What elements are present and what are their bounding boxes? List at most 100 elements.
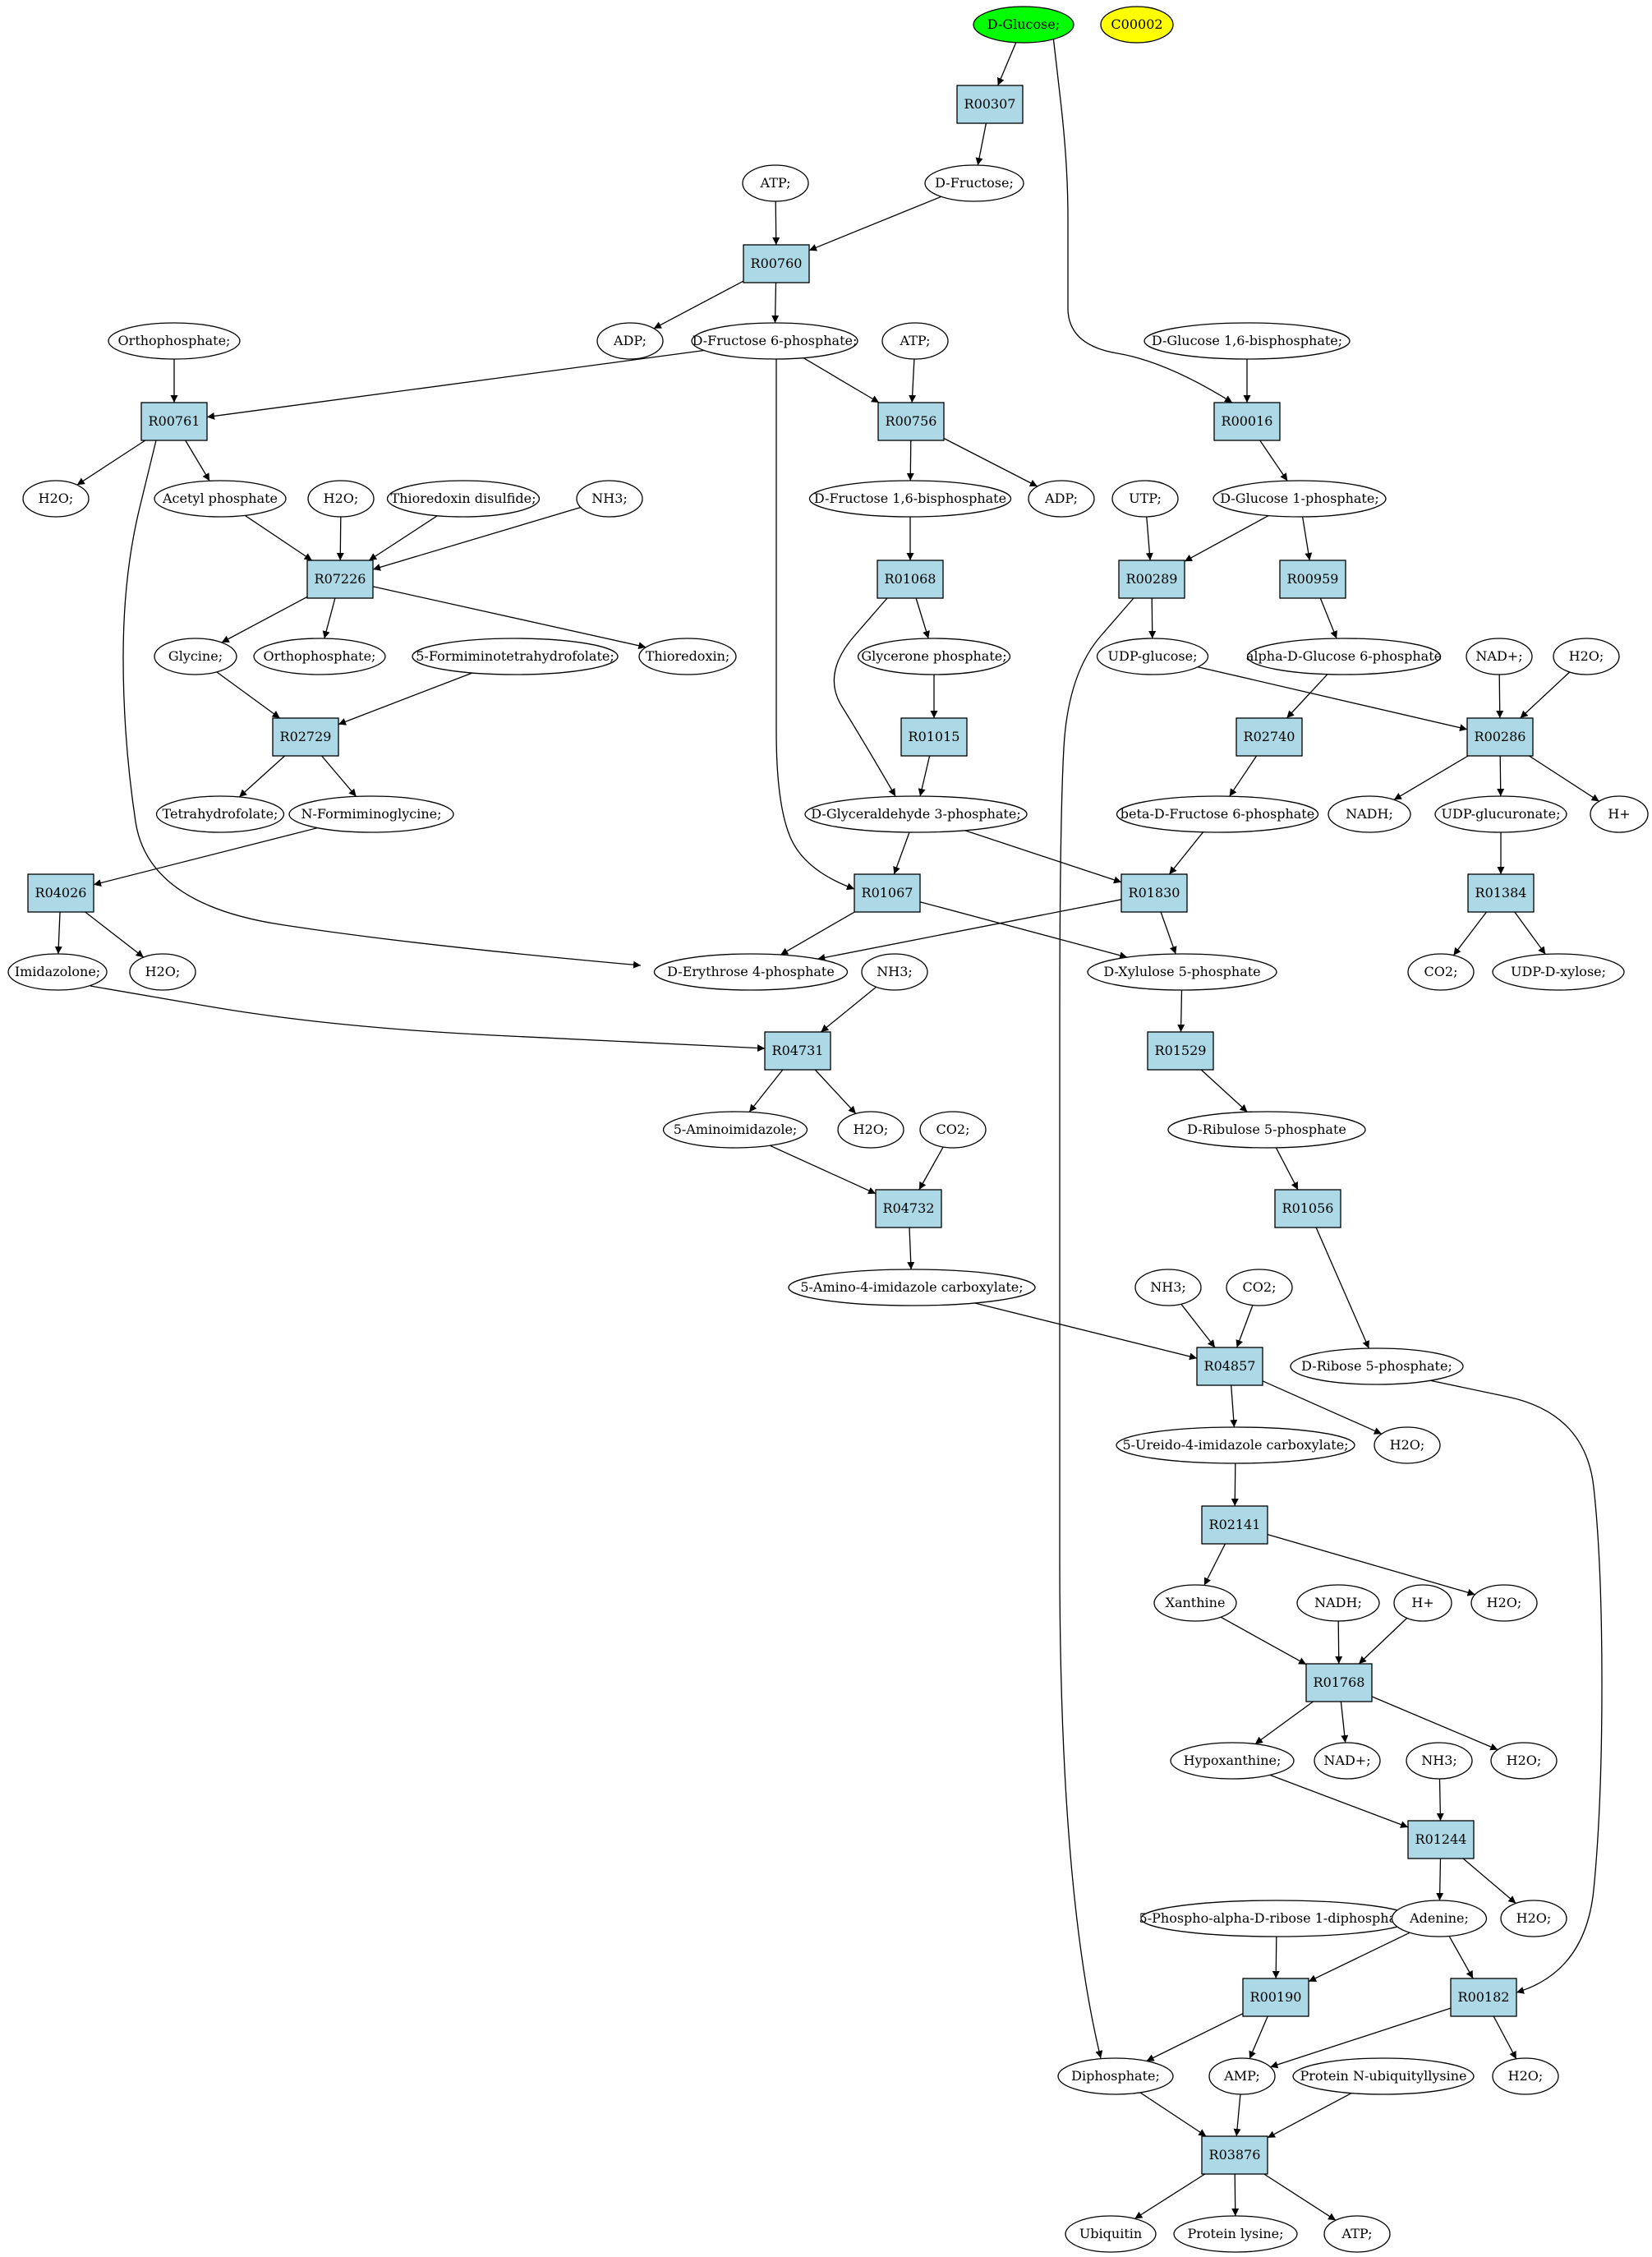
reaction-node-r00016[interactable]: R00016 — [1213, 402, 1281, 441]
compound-node-acetylp[interactable]: Acetyl phosphate — [154, 480, 287, 518]
compound-node-nfgly[interactable]: N-Formiminoglycine; — [288, 795, 454, 833]
compound-node-uicarb[interactable]: 5-Ureido-4-imidazole carboxylate; — [1116, 1426, 1355, 1464]
node-label: R01067 — [862, 885, 913, 900]
reaction-node-r00286[interactable]: R00286 — [1466, 717, 1534, 757]
reaction-node-r07226[interactable]: R07226 — [306, 560, 374, 599]
compound-node-udpglc[interactable]: UDP-glucose; — [1096, 638, 1209, 675]
reaction-node-r01244[interactable]: R01244 — [1407, 1820, 1475, 1859]
compound-node-nh3b[interactable]: NH3; — [861, 953, 928, 991]
compound-node-diphos[interactable]: Diphosphate; — [1057, 2057, 1174, 2095]
compound-node-utp[interactable]: UTP; — [1111, 480, 1179, 518]
compound-ellipse — [1057, 2057, 1174, 2095]
compound-node-ru5p[interactable]: D-Ribulose 5-phosphate — [1167, 1111, 1366, 1149]
compound-node-hplus2[interactable]: H+ — [1393, 1584, 1452, 1622]
compound-node-imidazolone[interactable]: Imidazolone; — [7, 953, 108, 991]
compound-node-co2b[interactable]: CO2; — [919, 1111, 987, 1149]
compound-node-h2o3[interactable]: H2O; — [1553, 638, 1620, 675]
reaction-node-r01067[interactable]: R01067 — [854, 873, 921, 913]
reaction-node-r02740[interactable]: R02740 — [1236, 717, 1303, 757]
compound-node-amp[interactable]: AMP; — [1208, 2057, 1276, 2095]
reaction-node-r03876[interactable]: R03876 — [1201, 2135, 1268, 2175]
compound-node-udpxyl[interactable]: UDP-D-xylose; — [1492, 953, 1625, 991]
reaction-node-r00761[interactable]: R00761 — [140, 402, 208, 441]
compound-node-e4p[interactable]: D-Erythrose 4-phosphate — [653, 953, 849, 991]
compound-node-nadh2[interactable]: NADH; — [1296, 1584, 1380, 1622]
compound-node-udpglcur[interactable]: UDP-glucuronate; — [1434, 795, 1567, 833]
compound-node-h2o7[interactable]: H2O; — [1470, 1584, 1538, 1622]
compound-node-protubq[interactable]: Protein N-ubiquityllysine — [1292, 2057, 1475, 2095]
compound-node-c00002[interactable]: C00002 — [1100, 6, 1174, 44]
compound-node-h2o2[interactable]: H2O; — [307, 480, 375, 518]
compound-node-nh3a[interactable]: NH3; — [576, 480, 643, 518]
compound-node-hypox[interactable]: Hypoxanthine; — [1170, 1742, 1295, 1780]
compound-node-adp2[interactable]: ADP; — [1028, 480, 1095, 518]
reaction-node-r04026[interactable]: R04026 — [27, 873, 94, 913]
compound-node-protlys[interactable]: Protein lysine; — [1173, 2215, 1298, 2253]
compound-node-glycine[interactable]: Glycine; — [154, 638, 237, 675]
compound-node-nadp1[interactable]: NAD+; — [1466, 638, 1533, 675]
compound-node-dglucose[interactable]: D-Glucose; — [973, 6, 1074, 44]
compound-node-glyceronep[interactable]: Glycerone phosphate; — [857, 638, 1011, 675]
reaction-node-r00307[interactable]: R00307 — [956, 85, 1024, 124]
reaction-node-r01830[interactable]: R01830 — [1121, 873, 1188, 913]
reaction-node-r04731[interactable]: R04731 — [764, 1031, 831, 1071]
compound-node-h2o1[interactable]: H2O; — [22, 480, 90, 518]
reaction-node-r01056[interactable]: R01056 — [1274, 1189, 1341, 1228]
compound-node-r5p[interactable]: D-Ribose 5-phosphate; — [1290, 1347, 1464, 1385]
compound-node-thioredoxin[interactable]: Thioredoxin; — [638, 638, 737, 675]
compound-node-nh3d[interactable]: NH3; — [1406, 1742, 1473, 1780]
reaction-node-r02729[interactable]: R02729 — [272, 717, 339, 757]
compound-node-adp1[interactable]: ADP; — [596, 322, 664, 360]
compound-node-h2o8[interactable]: H2O; — [1490, 1742, 1558, 1780]
reaction-node-r01384[interactable]: R01384 — [1467, 873, 1535, 913]
compound-node-h2o5[interactable]: H2O; — [837, 1111, 904, 1149]
compound-node-formimino[interactable]: 5-Formiminotetrahydrofolate; — [412, 638, 619, 675]
compound-node-co2a[interactable]: CO2; — [1407, 953, 1475, 991]
compound-node-g1p[interactable]: D-Glucose 1-phosphate; — [1213, 480, 1387, 518]
reaction-node-r01529[interactable]: R01529 — [1147, 1031, 1214, 1071]
reaction-node-r00760[interactable]: R00760 — [743, 244, 810, 283]
compound-node-atp2[interactable]: ATP; — [881, 322, 949, 360]
compound-node-adenine[interactable]: Adenine; — [1391, 1900, 1488, 1937]
compound-node-xanthine[interactable]: Xanthine — [1153, 1584, 1237, 1622]
compound-node-f6p[interactable]: D-Fructose 6-phosphate; — [691, 322, 858, 360]
compound-node-nadp2[interactable]: NAD+; — [1314, 1742, 1381, 1780]
compound-node-xu5p[interactable]: D-Xylulose 5-phosphate — [1087, 953, 1277, 991]
compound-node-ag6p[interactable]: alpha-D-Glucose 6-phosphate — [1246, 638, 1442, 675]
compound-node-prpp[interactable]: 5-Phospho-alpha-D-ribose 1-diphosphate; — [1139, 1900, 1415, 1937]
compound-node-aminoimid[interactable]: 5-Aminoimidazole; — [662, 1111, 808, 1149]
compound-node-dfructose[interactable]: D-Fructose; — [924, 164, 1024, 202]
compound-node-aicarb[interactable]: 5-Amino-4-imidazole carboxylate; — [788, 1269, 1036, 1306]
reaction-node-r00190[interactable]: R00190 — [1242, 1978, 1309, 2017]
compound-node-ortho2[interactable]: Orthophosphate; — [253, 638, 386, 675]
reaction-node-r00182[interactable]: R00182 — [1450, 1978, 1517, 2017]
compound-node-f16bp[interactable]: D-Fructose 1,6-bisphosphate — [808, 480, 1012, 518]
compound-node-bf6p[interactable]: beta-D-Fructose 6-phosphate — [1116, 795, 1319, 833]
reaction-node-r04857[interactable]: R04857 — [1196, 1347, 1263, 1386]
compound-node-h2o10[interactable]: H2O; — [1492, 2057, 1559, 2095]
compound-node-hplus1[interactable]: H+ — [1590, 795, 1649, 833]
compound-node-ortho1[interactable]: Orthophosphate; — [108, 322, 241, 360]
compound-node-h2o4[interactable]: H2O; — [129, 953, 196, 991]
compound-node-h2o6[interactable]: H2O; — [1374, 1426, 1441, 1464]
compound-node-atp3[interactable]: ATP; — [1323, 2215, 1391, 2253]
reaction-node-r01015[interactable]: R01015 — [900, 717, 968, 757]
reaction-node-r01768[interactable]: R01768 — [1305, 1663, 1373, 1702]
compound-node-nadh1[interactable]: NADH; — [1328, 795, 1411, 833]
reaction-node-r02141[interactable]: R02141 — [1201, 1505, 1268, 1545]
compound-node-co2c[interactable]: CO2; — [1226, 1269, 1293, 1306]
compound-node-nh3c[interactable]: NH3; — [1134, 1269, 1202, 1306]
reaction-node-r00289[interactable]: R00289 — [1118, 560, 1185, 599]
compound-node-h2o9[interactable]: H2O; — [1500, 1900, 1567, 1937]
compound-node-g3p[interactable]: D-Glyceraldehyde 3-phosphate; — [804, 795, 1028, 833]
compound-node-g16bp[interactable]: D-Glucose 1,6-bisphosphate; — [1144, 322, 1351, 360]
compound-node-thiodis[interactable]: Thioredoxin disulfide; — [386, 480, 541, 518]
compound-node-atp1[interactable]: ATP; — [742, 164, 809, 202]
reaction-node-r01068[interactable]: R01068 — [877, 560, 944, 599]
reaction-node-r00756[interactable]: R00756 — [877, 402, 945, 441]
node-label: D-Fructose; — [935, 175, 1014, 191]
reaction-node-r00959[interactable]: R00959 — [1279, 560, 1346, 599]
compound-node-thf[interactable]: Tetrahydrofolate; — [155, 795, 285, 833]
reaction-node-r04732[interactable]: R04732 — [875, 1189, 942, 1228]
compound-node-ubiquitin[interactable]: Ubiquitin — [1065, 2215, 1157, 2253]
